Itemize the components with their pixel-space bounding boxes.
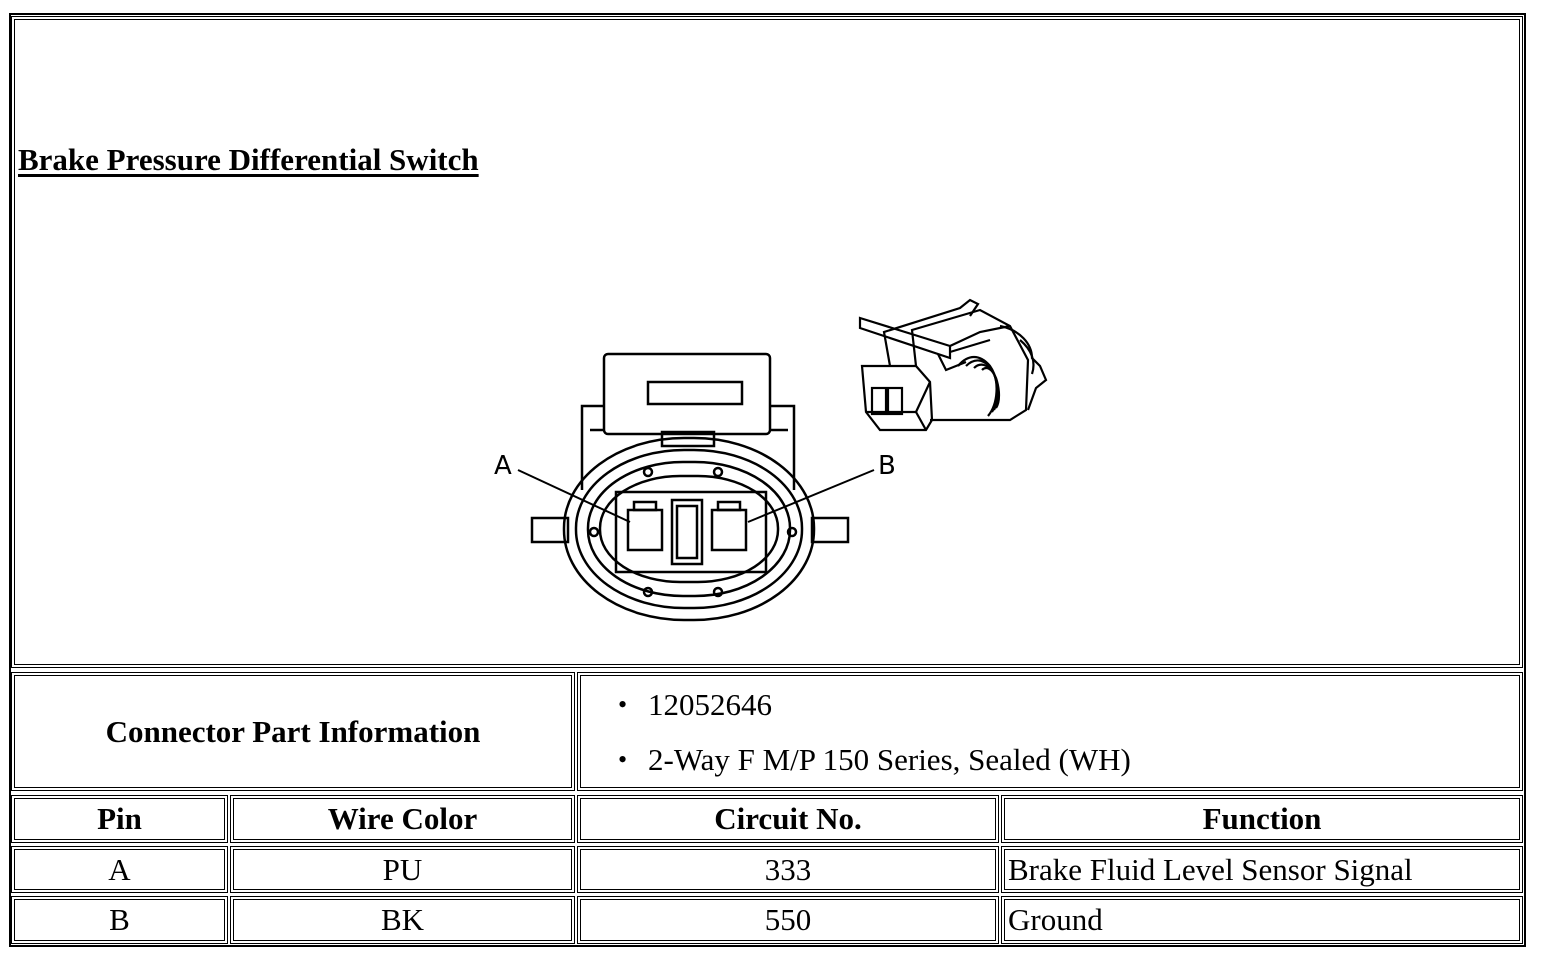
- table-cell: A: [108, 851, 131, 887]
- right-ear: [810, 516, 850, 544]
- table-cell: BK: [380, 902, 425, 937]
- left-ear: [530, 516, 570, 544]
- pin-label-b: B: [878, 451, 896, 481]
- table-cell: 333: [764, 851, 812, 887]
- latch-window: [646, 380, 744, 406]
- outer-seal: [562, 436, 816, 622]
- pin-a-terminal: [626, 508, 664, 552]
- table-cell: Brake Fluid Level Sensor Signal: [1008, 851, 1413, 887]
- connector-info-header-cell: Connector Part Information: [11, 672, 575, 791]
- connector-description: 2-Way F M/P 150 Series, Sealed (WH): [618, 736, 1131, 791]
- connector-info-items-cell: 12052646 2-Way F M/P 150 Series, Sealed …: [577, 672, 1523, 791]
- column-header-function: Function: [1202, 801, 1322, 836]
- table-row-b-function: Ground: [1001, 896, 1523, 944]
- table-cell: B: [109, 902, 130, 937]
- leader-line-a: [517, 469, 631, 523]
- table-cell: PU: [382, 851, 423, 887]
- column-header-circuit-no: Circuit No.: [714, 801, 862, 836]
- connector-info-header: Connector Part Information: [105, 713, 481, 749]
- table-row-a-pin: A: [11, 846, 228, 893]
- table-cell: 550: [764, 902, 812, 937]
- page-title: Brake Pressure Differential Switch: [18, 142, 479, 177]
- header-cell-wire-color: Wire Color: [230, 795, 575, 843]
- column-header-wire-color: Wire Color: [327, 801, 478, 836]
- connector-3d-view: [858, 298, 1048, 432]
- table-row-a-wire-color: PU: [230, 846, 575, 893]
- table-row-b-wire-color: BK: [230, 896, 575, 944]
- connector-diagram: A B: [494, 298, 1048, 622]
- diagram-section: [11, 16, 1523, 668]
- center-key: [670, 498, 704, 566]
- header-cell-function: Function: [1001, 795, 1523, 843]
- table-row-a-function: Brake Fluid Level Sensor Signal: [1001, 846, 1523, 893]
- pin-b-terminal: [710, 508, 748, 552]
- table-cell: Ground: [1008, 902, 1103, 937]
- header-cell-circuit-no: Circuit No.: [577, 795, 999, 843]
- table-row-b-pin: B: [11, 896, 228, 944]
- connector-part-number: 12052646: [618, 681, 1131, 736]
- leader-line-b: [747, 469, 875, 523]
- table-row-a-circuit-no: 333: [577, 846, 999, 893]
- inner-seal: [598, 474, 780, 584]
- connector-info-list: 12052646 2-Way F M/P 150 Series, Sealed …: [618, 681, 1131, 791]
- pin-label-a: A: [494, 451, 512, 481]
- cavity-block: [614, 490, 768, 574]
- table-row-b-circuit-no: 550: [577, 896, 999, 944]
- document-frame: [9, 13, 1526, 947]
- latch-tab: [602, 352, 772, 436]
- column-header-pin: Pin: [97, 801, 142, 836]
- header-cell-pin: Pin: [11, 795, 228, 843]
